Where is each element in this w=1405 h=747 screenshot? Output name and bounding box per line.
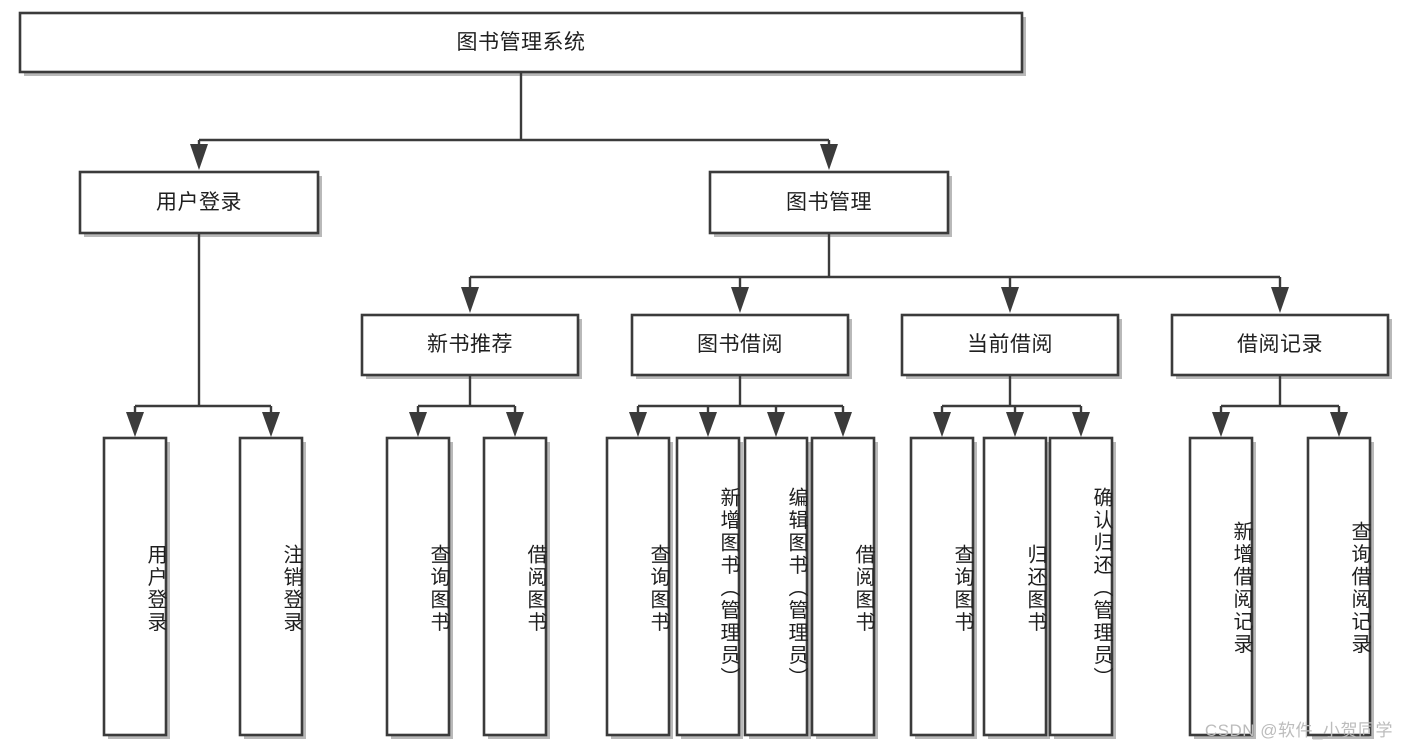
node-box-leaf-query-record[interactable] xyxy=(1306,436,1372,737)
arrow-head-icon xyxy=(262,412,280,437)
arrow-head-icon xyxy=(461,287,479,313)
node-box-leaf-add-book[interactable] xyxy=(675,436,741,737)
node-box-leaf-add-record[interactable] xyxy=(1188,436,1254,737)
arrow-head-icon xyxy=(933,412,951,437)
arrow-head-icon xyxy=(1271,287,1289,313)
arrow-head-icon xyxy=(1006,412,1024,437)
node-box-user-login[interactable] xyxy=(78,170,320,235)
watermark-text: CSDN @软件_小贺同学 xyxy=(1204,721,1393,740)
node-box-book-borrow[interactable] xyxy=(630,313,850,377)
arrow-head-icon xyxy=(1330,412,1348,437)
arrow-head-icon xyxy=(834,412,852,437)
node-box-root[interactable] xyxy=(18,11,1024,74)
node-box-leaf-borrow-book-1[interactable] xyxy=(482,436,548,737)
arrow-head-icon xyxy=(1001,287,1019,313)
node-box-leaf-query-book-3[interactable] xyxy=(909,436,975,737)
connector-layer xyxy=(126,72,1348,437)
node-box-leaf-query-book-2[interactable] xyxy=(605,436,671,737)
node-box-leaf-user-login[interactable] xyxy=(102,436,168,737)
node-box-leaf-edit-book[interactable] xyxy=(743,436,809,737)
arrow-head-icon xyxy=(1072,412,1090,437)
arrow-head-icon xyxy=(731,287,749,313)
arrow-head-icon xyxy=(190,144,208,170)
node-box-leaf-query-book-1[interactable] xyxy=(385,436,451,737)
arrow-head-icon xyxy=(767,412,785,437)
node-box-leaf-confirm-return[interactable] xyxy=(1048,436,1114,737)
node-box-leaf-borrow-book-2[interactable] xyxy=(810,436,876,737)
arrow-head-icon xyxy=(629,412,647,437)
node-box-borrow-record[interactable] xyxy=(1170,313,1390,377)
arrow-head-icon xyxy=(409,412,427,437)
node-box-leaf-logout[interactable] xyxy=(238,436,304,737)
box-layer xyxy=(18,11,1390,737)
arrow-head-icon xyxy=(1212,412,1230,437)
arrow-head-icon xyxy=(699,412,717,437)
arrow-head-icon xyxy=(126,412,144,437)
node-box-book-manage[interactable] xyxy=(708,170,950,235)
node-box-current-borrow[interactable] xyxy=(900,313,1120,377)
arrow-head-icon xyxy=(820,144,838,170)
arrow-head-icon xyxy=(506,412,524,437)
node-box-new-book-recommend[interactable] xyxy=(360,313,580,377)
node-box-leaf-return-book[interactable] xyxy=(982,436,1048,737)
